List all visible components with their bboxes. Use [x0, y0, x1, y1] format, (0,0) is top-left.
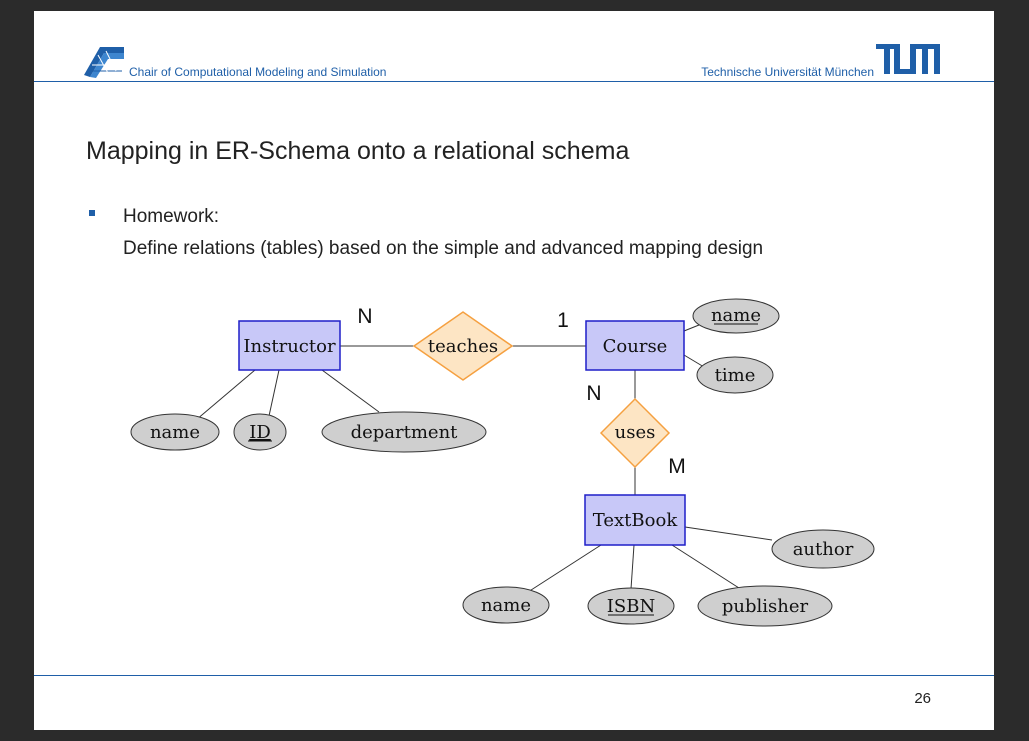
page-number: 26: [914, 690, 931, 707]
attr-course-time-label: time: [715, 365, 756, 386]
edge-course-time: [683, 354, 705, 368]
edge-instructor-id: [268, 369, 280, 417]
attr-textbook-publisher-shape: [697, 585, 833, 627]
relationship-teaches-shape: [412, 311, 514, 381]
entity-textbook-label: TextBook: [593, 510, 679, 531]
entity-instructor-label: Instructor: [243, 336, 336, 357]
header-divider: [34, 81, 994, 82]
bullet-marker: [89, 210, 95, 216]
edge-textbook-publisher: [671, 544, 740, 589]
attr-instructor-name-label: name: [150, 422, 200, 443]
edge-textbook-author: [684, 526, 773, 541]
attr-instructor-department-shape: [321, 411, 487, 453]
relationship-uses-label: uses: [615, 422, 656, 443]
footer-divider: [34, 675, 994, 676]
attr-course-time-shape: [696, 356, 774, 394]
attr-instructor-id-shape: [233, 413, 287, 451]
attr-textbook-isbn-label: ISBN: [607, 596, 655, 617]
entity-course-label: Course: [603, 336, 668, 357]
relationship-teaches-label: teaches: [428, 336, 498, 357]
cardinality-uses-textbook: M: [668, 455, 686, 478]
edge-instructor-department: [321, 369, 380, 413]
slide: Chair of Computational Modeling and Simu…: [34, 11, 994, 730]
attr-course-name-label: name: [711, 305, 761, 326]
cardinality-teaches-instructor: N: [357, 305, 372, 328]
entity-instructor-box: [238, 320, 341, 371]
attr-instructor-department-label: department: [351, 422, 459, 443]
chair-name: Chair of Computational Modeling and Simu…: [129, 65, 387, 79]
attr-instructor-name-shape: [130, 413, 220, 451]
edge-textbook-name: [527, 544, 602, 593]
cardinality-uses-course: N: [586, 382, 601, 405]
edge-course-name: [683, 324, 700, 332]
chair-logo-icon: [84, 47, 124, 78]
attr-textbook-author-shape: [771, 529, 875, 569]
entity-textbook-box: [584, 494, 686, 546]
entity-course-box: [585, 320, 685, 371]
relationship-uses-shape: [599, 397, 671, 469]
attr-textbook-name-label: name: [481, 595, 531, 616]
attr-textbook-name-shape: [462, 586, 550, 624]
er-diagram: Instructor Course TextBook teaches uses …: [130, 298, 875, 627]
bullet-text-homework: Homework:: [123, 206, 220, 227]
attr-textbook-publisher-label: publisher: [722, 596, 809, 617]
tum-logo-icon: [876, 44, 940, 74]
attr-instructor-id-label: ID: [249, 422, 271, 443]
university-name: Technische Universität München: [701, 65, 874, 79]
bullet-text-instructions: Define relations (tables) based on the s…: [123, 238, 764, 259]
edge-textbook-isbn: [630, 544, 635, 590]
slide-title: Mapping in ER-Schema onto a relational s…: [86, 137, 630, 165]
cardinality-teaches-course: 1: [557, 309, 569, 332]
edge-instructor-name: [195, 369, 256, 421]
attr-textbook-author-label: author: [793, 539, 854, 560]
